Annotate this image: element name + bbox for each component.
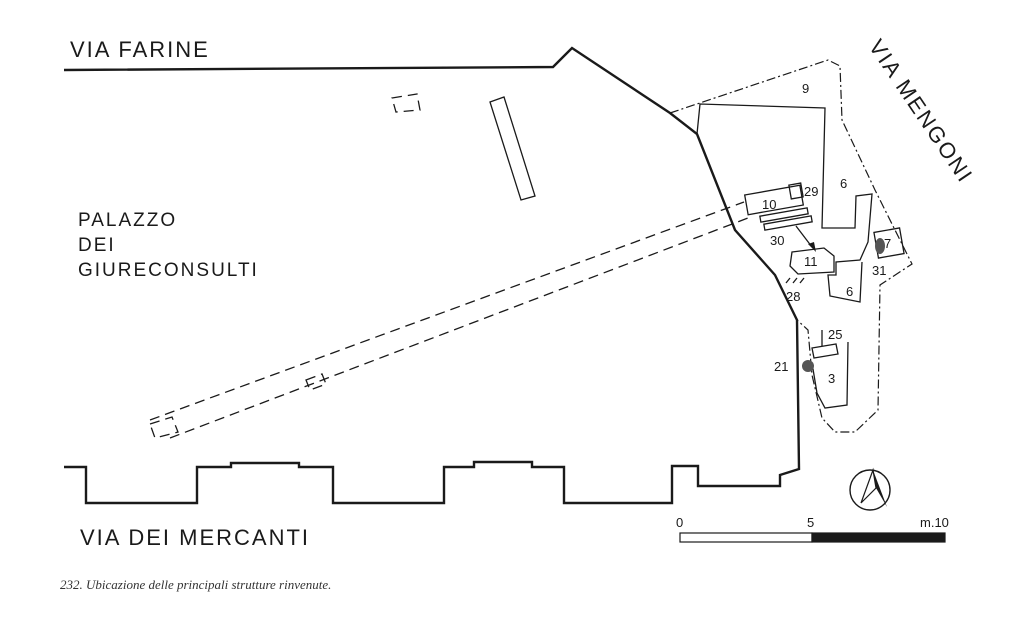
street-via-farine: VIA FARINE: [70, 37, 210, 62]
structure-11-block: [789, 247, 835, 275]
label-6-lower: 6: [846, 284, 853, 299]
label-28: 28: [786, 289, 800, 304]
trench-dashed-lower: [169, 217, 749, 439]
structure-21-hatched: [802, 360, 814, 372]
scale-label-10: m.10: [920, 515, 949, 530]
structure-31-hatched: [875, 238, 885, 254]
label-6-upper: 6: [840, 176, 847, 191]
building-label-line2: DEI: [78, 235, 116, 256]
scale-label-5: 5: [807, 515, 814, 530]
trench-end-box: [149, 416, 179, 439]
trench-small-box: [305, 373, 327, 391]
arrow-30-11-head: [808, 242, 816, 252]
structure-25-block: [811, 343, 839, 359]
label-11: 11: [804, 254, 818, 269]
label-9: 9: [802, 81, 809, 96]
diagonal-structure: [489, 96, 536, 201]
structure-29-box: [788, 182, 804, 200]
label-30: 30: [770, 233, 784, 248]
label-7: 7: [884, 236, 891, 251]
structure-10-block: [743, 184, 805, 216]
label-29: 29: [804, 184, 818, 199]
structure-28-ticks: [785, 277, 805, 284]
trench-dashed-upper: [149, 201, 745, 421]
street-via-dei-mercanti: VIA DEI MERCANTI: [80, 525, 310, 550]
scale-bar: [679, 532, 946, 543]
label-3: 3: [828, 371, 835, 386]
label-21: 21: [774, 359, 788, 374]
label-31: 31: [872, 263, 886, 278]
structure-30-strip: [759, 207, 809, 223]
label-25: 25: [828, 327, 842, 342]
building-label-line1: PALAZZO: [78, 210, 177, 231]
north-arrow-icon: [849, 467, 891, 511]
structure-30-strip-b: [763, 215, 813, 231]
building-label-line3: GIURECONSULTI: [78, 260, 259, 281]
excavation-boundary: [669, 59, 913, 433]
trench-walls: [696, 103, 873, 303]
palazzo-outline: [63, 46, 801, 505]
scale-label-0: 0: [676, 515, 683, 530]
trench-walls-lower: [811, 341, 849, 409]
arrow-30-11: [795, 225, 813, 248]
dashed-box-north: [391, 93, 421, 113]
label-10: 10: [762, 197, 776, 212]
figure-caption: 232. Ubicazione delle principali struttu…: [60, 577, 332, 592]
street-via-mengoni: VIA MENGONI: [864, 35, 978, 188]
